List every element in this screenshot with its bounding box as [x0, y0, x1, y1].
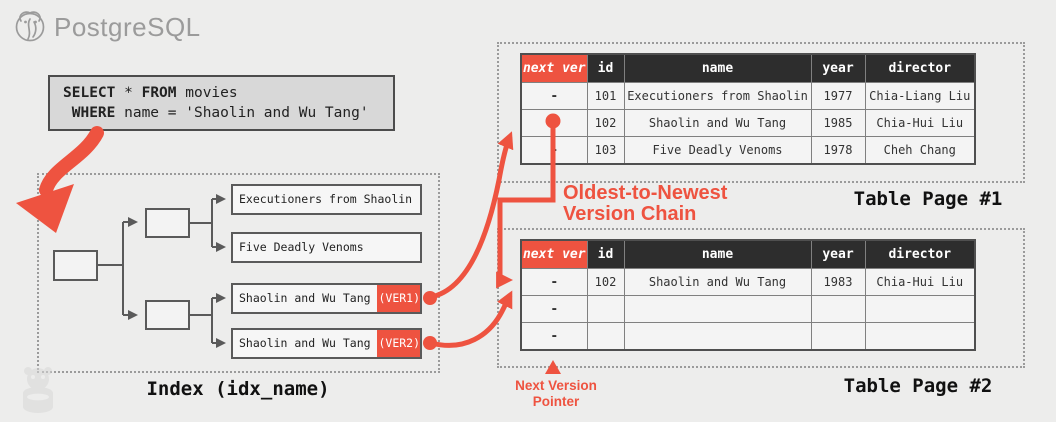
- cell-name: Shaolin and Wu Tang: [623, 268, 812, 296]
- version-1-badge: (VER1): [377, 285, 420, 312]
- cell-director: [864, 322, 976, 351]
- table-row: - 103 Five Deadly Venoms 1978 Cheh Chang: [520, 136, 976, 165]
- cell-id: 103: [586, 136, 625, 165]
- chain-annotation-line1: Oldest-to-Newest: [563, 182, 728, 204]
- pointer-annotation-line1: Next Version: [515, 378, 597, 393]
- cell-director: Chia-Hui Liu: [864, 109, 976, 137]
- cell-year: 1985: [810, 109, 866, 137]
- pointer-annotation-line2: Pointer: [532, 394, 580, 409]
- version-chain-annotation: Oldest-to-Newest Version Chain: [563, 183, 727, 225]
- table-row: - 102 Shaolin and Wu Tang 1983 Chia-Hui …: [520, 268, 976, 296]
- postgresql-logo: PostgreSQL: [12, 8, 201, 46]
- version-2-badge: (VER2): [377, 330, 420, 357]
- cell-next-ver: -: [520, 136, 588, 165]
- header-cell-director: director: [864, 53, 976, 83]
- sql-text: name = 'Shaolin and Wu Tang': [115, 105, 369, 121]
- cell-director: [864, 295, 976, 323]
- leaf-label: Five Deadly Venoms: [239, 240, 364, 254]
- chain-annotation-line2: Version Chain: [563, 203, 697, 225]
- cell-name: [623, 322, 812, 351]
- cell-year: 1983: [810, 268, 866, 296]
- table-header-row: next ver id name year director: [520, 239, 976, 269]
- cell-name: Shaolin and Wu Tang: [623, 109, 812, 137]
- cell-next-ver: -: [520, 322, 588, 351]
- header-cell-id: id: [586, 53, 625, 83]
- cell-director: Chia-Liang Liu: [864, 82, 976, 110]
- header-cell-name: name: [623, 53, 812, 83]
- table-row: 102 Shaolin and Wu Tang 1985 Chia-Hui Li…: [520, 109, 976, 137]
- table-page-1-container: [497, 42, 1025, 183]
- cell-next-ver: -: [520, 295, 588, 323]
- header-cell-year: year: [810, 53, 866, 83]
- btree-leaf-shaolin-ver2: Shaolin and Wu Tang (VER2): [231, 328, 422, 359]
- leaf-label: Executioners from Shaolin: [239, 192, 413, 206]
- table-header-row: next ver id name year director: [520, 53, 976, 83]
- table-page-1-label: Table Page #1: [853, 188, 1003, 210]
- index-label: Index (idx_name): [146, 378, 330, 400]
- header-cell-id: id: [586, 239, 625, 269]
- table-page-2-label: Table Page #2: [843, 375, 993, 397]
- btree-internal-node-top: [145, 208, 190, 238]
- cell-id: 102: [586, 268, 625, 296]
- cell-name: Five Deadly Venoms: [623, 136, 812, 165]
- postgresql-logo-text: PostgreSQL: [54, 11, 201, 42]
- table-row: -: [520, 322, 976, 351]
- next-version-pointer-annotation: Next Version Pointer: [499, 378, 613, 410]
- header-cell-next-ver: next ver: [520, 53, 588, 83]
- cell-director: Cheh Chang: [864, 136, 976, 165]
- cell-year: 1978: [810, 136, 866, 165]
- cell-year: 1977: [810, 82, 866, 110]
- sql-keyword-from: FROM: [141, 85, 177, 101]
- cell-next-ver: -: [520, 268, 588, 296]
- header-cell-next-ver: next ver: [520, 239, 588, 269]
- cell-name: [623, 295, 812, 323]
- leaf-label: Shaolin and Wu Tang: [239, 336, 378, 350]
- cell-year: [810, 322, 866, 351]
- sql-line-1: SELECT * FROM movies: [63, 83, 393, 103]
- cell-id: 101: [586, 82, 625, 110]
- header-cell-year: year: [810, 239, 866, 269]
- cell-director: Chia-Hui Liu: [864, 268, 976, 296]
- sql-keyword-select: SELECT: [63, 85, 116, 101]
- cell-next-ver: [520, 109, 588, 137]
- cell-year: [810, 295, 866, 323]
- cell-next-ver: -: [520, 82, 588, 110]
- header-cell-director: director: [864, 239, 976, 269]
- sql-line-2: WHERE name = 'Shaolin and Wu Tang': [63, 103, 393, 123]
- table-row: -: [520, 295, 976, 323]
- btree-leaf-shaolin-ver1: Shaolin and Wu Tang (VER1): [231, 283, 422, 314]
- sql-keyword-where: WHERE: [63, 105, 116, 121]
- cell-name: Executioners from Shaolin: [623, 82, 812, 110]
- btree-root-node: [53, 250, 98, 281]
- header-cell-name: name: [623, 239, 812, 269]
- table-page-2: next ver id name year director - 102 Sha…: [520, 239, 976, 351]
- sql-text: *: [115, 85, 142, 101]
- cell-id: [586, 295, 625, 323]
- table-page-1: next ver id name year director - 101 Exe…: [520, 53, 976, 165]
- btree-leaf-executioners: Executioners from Shaolin: [231, 184, 422, 215]
- database-mascot-watermark: [23, 367, 53, 413]
- leaf-label: Shaolin and Wu Tang: [239, 291, 378, 305]
- cell-id: [586, 322, 625, 351]
- table-row: - 101 Executioners from Shaolin 1977 Chi…: [520, 82, 976, 110]
- postgresql-elephant-icon: [15, 11, 45, 42]
- btree-leaf-five-deadly-venoms: Five Deadly Venoms: [231, 232, 422, 263]
- btree-internal-node-bottom: [145, 300, 190, 330]
- cell-id: 102: [586, 109, 625, 137]
- sql-query-box: SELECT * FROM movies WHERE name = 'Shaol…: [48, 75, 395, 131]
- sql-text: movies: [176, 85, 238, 101]
